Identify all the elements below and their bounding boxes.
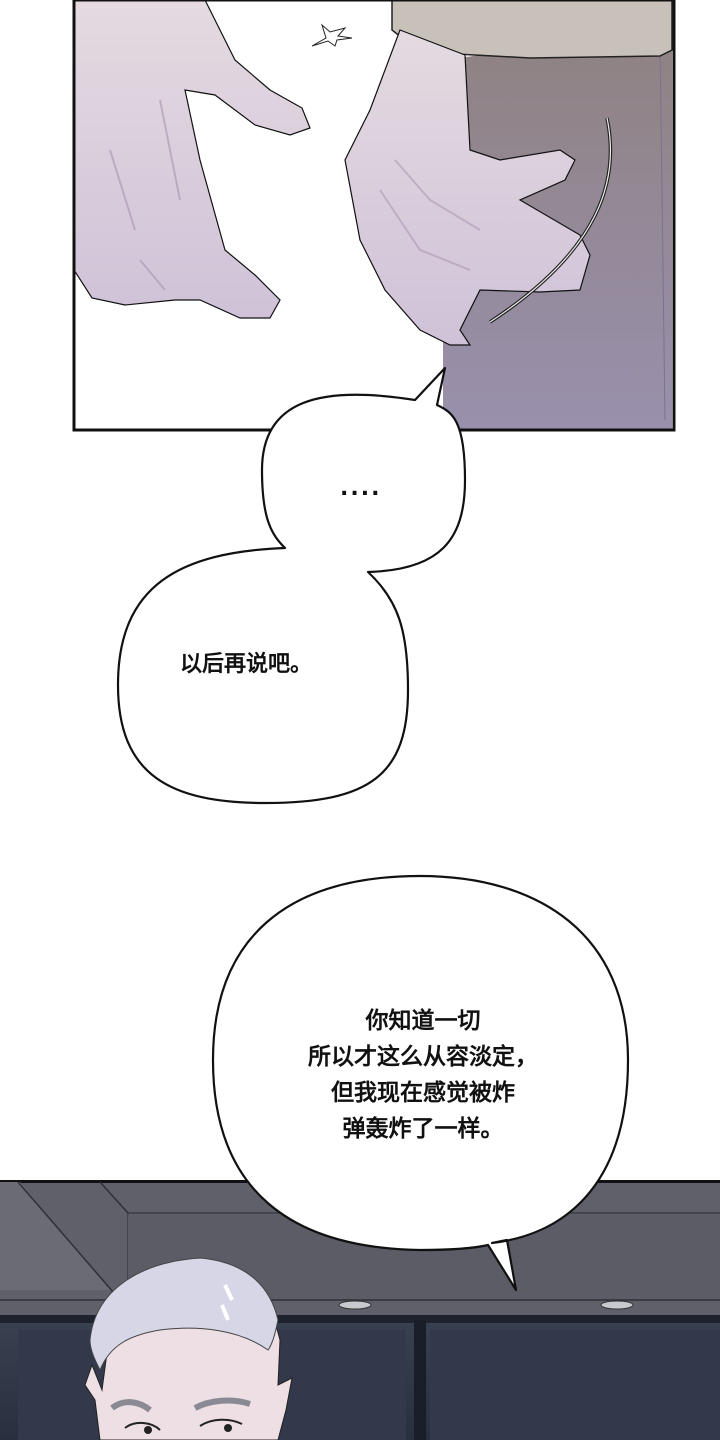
bubble-text-long: 你知道一切 所以才这么从容淡定， 但我现在感觉被炸 弹轰炸了一样。 [258,1003,588,1147]
panel-hands [72,0,676,432]
speech-bubble-later [116,366,467,805]
bubble-line-1: 你知道一切 [365,1008,481,1034]
bubble-line-3: 但我现在感觉被炸 [331,1080,515,1106]
speech-bubble-long [211,874,630,1292]
bubble-line-4: 弹轰炸了一样。 [342,1116,504,1142]
bubble-text-ellipsis: .... [340,476,382,501]
bubble-text-later: 以后再说吧。 [180,652,313,677]
bubble-line-2: 所以才这么从容淡定， [308,1044,538,1070]
